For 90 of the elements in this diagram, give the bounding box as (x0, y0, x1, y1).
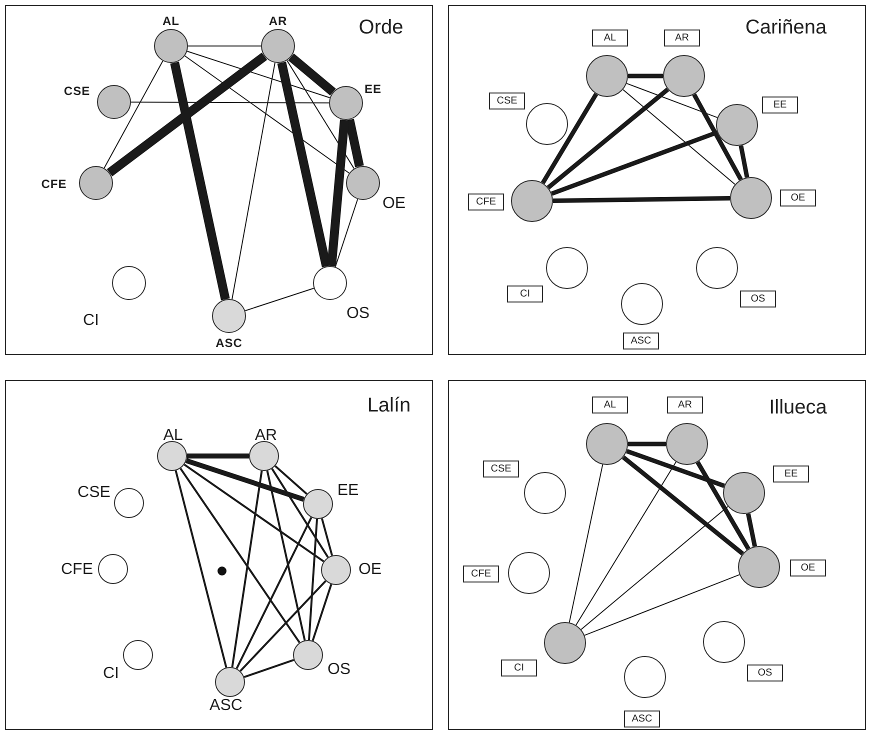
node-label: CI (83, 312, 99, 330)
connection-line (334, 198, 358, 268)
panel (5, 5, 433, 355)
connection-line (274, 465, 308, 495)
connection-line (575, 461, 677, 626)
connection-line (628, 442, 666, 446)
connection-line (104, 60, 164, 169)
connection-line (244, 288, 314, 312)
connection-line (746, 513, 758, 547)
label-box: EE (773, 466, 809, 482)
connection-line (286, 60, 355, 170)
connection-line (288, 53, 336, 96)
label-box: OS (740, 290, 776, 308)
connection-line (308, 518, 318, 640)
node-label: AL (163, 427, 183, 445)
panel (448, 380, 866, 730)
node-label: ASC (216, 336, 242, 350)
label-box: ASC (623, 332, 659, 350)
node-label: CI (103, 665, 119, 683)
connection-line (738, 145, 750, 178)
label-box: CSE (489, 92, 525, 110)
connection-line (266, 470, 306, 641)
connection-line (187, 454, 249, 458)
label-box: AR (664, 30, 700, 46)
label-box: OE (780, 190, 816, 206)
label-box: CSE (483, 460, 519, 478)
label-box: EE (762, 96, 798, 114)
panel (448, 5, 866, 355)
connection-line (185, 458, 305, 502)
connection-line (626, 448, 725, 488)
label-box: CFE (463, 566, 499, 582)
connection-line (271, 468, 329, 558)
node-label: CFE (61, 561, 93, 579)
connection-line (236, 517, 312, 669)
connection-line (622, 455, 744, 556)
connection-line (174, 470, 228, 668)
connection-line (240, 580, 326, 672)
connection-line (327, 120, 349, 266)
connection-line (106, 52, 268, 176)
label-box: CI (507, 286, 543, 302)
connection-line (692, 93, 743, 181)
label-box: OS (747, 664, 783, 682)
node-label: CSE (64, 84, 90, 98)
node-label: CSE (78, 484, 110, 502)
panel-title: Orde (358, 16, 404, 40)
connection-line (186, 50, 330, 98)
label-box: AR (667, 396, 703, 414)
connection-line (312, 584, 332, 642)
connection-line (130, 102, 330, 104)
connection-line (696, 460, 750, 550)
connection-line (231, 470, 263, 668)
panel-title: Illueca (769, 396, 827, 420)
connection-line (584, 574, 740, 636)
connection-line (184, 55, 350, 174)
label-box: AL (592, 396, 628, 414)
node-label: AR (268, 14, 288, 28)
connection-line (244, 658, 294, 678)
node-label: OE (358, 561, 382, 579)
connection-line (170, 62, 230, 300)
node-label: OE (382, 195, 406, 213)
node-label: OS (346, 305, 370, 323)
label-box: CI (501, 660, 537, 676)
connection-line (320, 518, 334, 556)
node-label: CFE (41, 177, 67, 191)
connection-line (546, 88, 670, 190)
panel (5, 380, 433, 730)
label-box: OE (790, 560, 826, 576)
connection-line (626, 82, 718, 118)
node-label: ASC (210, 697, 242, 715)
label-box: ASC (624, 710, 660, 728)
panel-title: Lalín (367, 394, 411, 418)
connection-line (552, 196, 730, 203)
connection-line (628, 74, 663, 78)
label-box: AL (592, 30, 628, 46)
node-label: AL (162, 14, 180, 28)
node-label: OS (327, 661, 351, 679)
node-label: AR (254, 427, 278, 445)
panel-title: Cariñena (745, 16, 827, 40)
connection-line (568, 464, 604, 623)
connection-line (184, 464, 324, 562)
node-label: EE (337, 482, 359, 500)
connection-line (345, 118, 364, 168)
connection-line (580, 506, 728, 630)
label-box: CFE (468, 194, 504, 210)
connection-line (540, 92, 598, 184)
connection-line (180, 468, 300, 644)
connection-line (232, 62, 276, 300)
connection-line (622, 89, 736, 185)
node-label: EE (364, 82, 382, 96)
connection-line (277, 62, 331, 268)
